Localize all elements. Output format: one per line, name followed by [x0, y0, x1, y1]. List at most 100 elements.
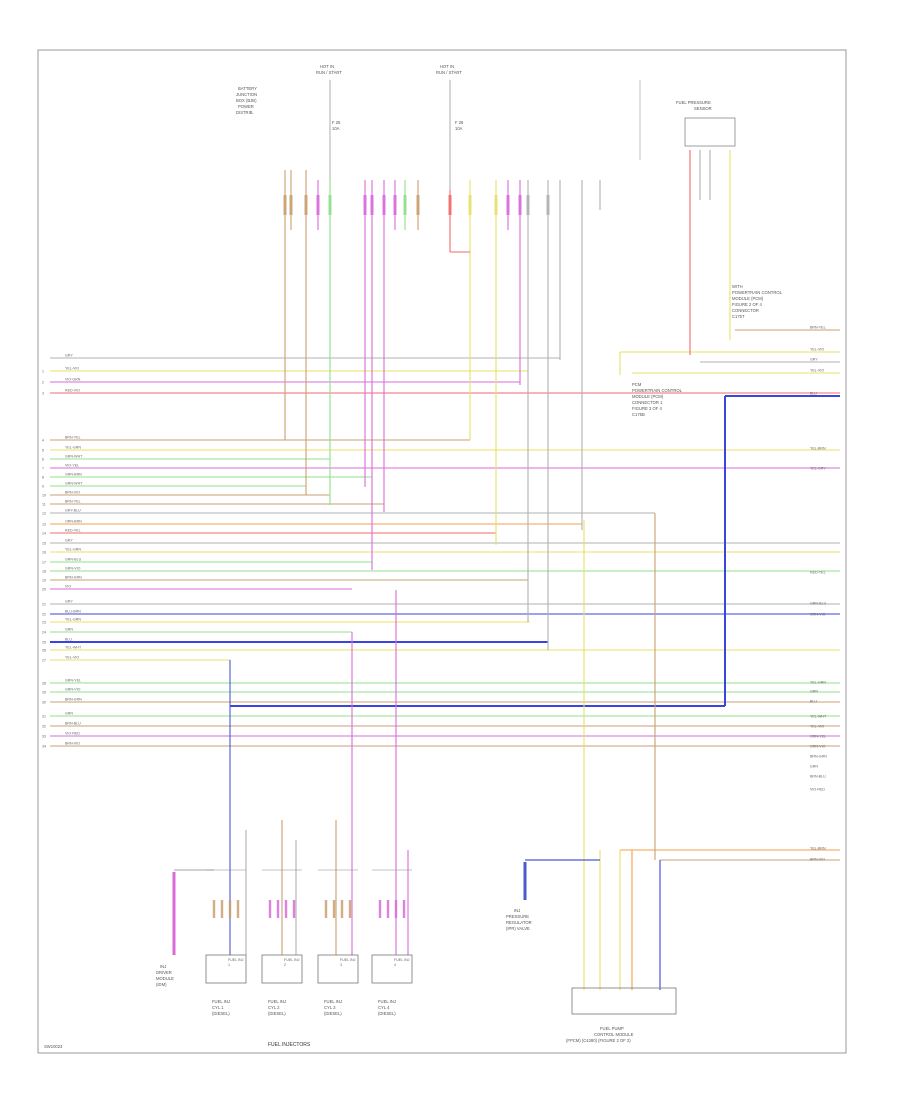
wire-label-right: GRN — [810, 690, 818, 694]
wire-label: BRN-YEL — [65, 500, 81, 504]
wire-number: 15 — [42, 542, 46, 546]
svg-text:MODULE: MODULE — [156, 976, 174, 981]
injector-caption: FUEL INJ — [378, 999, 396, 1004]
wire-label-right: YEL-VIO — [810, 348, 824, 352]
wire-label-right: YEL-BRN — [810, 847, 826, 851]
injector-caption: FUEL INJ — [324, 999, 342, 1004]
injector-title: FUEL INJ — [340, 958, 356, 962]
injector-title: 2 — [284, 963, 286, 967]
diagram-frame — [37, 49, 847, 1054]
wire-number: 21 — [42, 603, 46, 607]
wire-number: 5 — [42, 449, 44, 453]
wire-number: 25 — [42, 641, 46, 645]
wire-label-right: YEL-VIO — [810, 725, 824, 729]
wire-label: BLU — [65, 638, 72, 642]
diagram-code: SW10023 — [44, 1044, 63, 1049]
injector-caption: CYL 2 — [268, 1005, 280, 1010]
wire-label: GRN-VIO — [65, 567, 81, 571]
wire-label: GRN-WHT — [65, 482, 83, 486]
wire-label-right: GRN-VIO — [810, 745, 826, 749]
wire-number: 2 — [42, 381, 44, 385]
svg-text:DISTRIB.: DISTRIB. — [236, 110, 254, 115]
wire-label-right: VIO-RED — [810, 788, 825, 792]
wire-label-right: BRN-VIO — [810, 858, 825, 862]
svg-text:WITH: WITH — [732, 284, 743, 289]
svg-text:JUNCTION: JUNCTION — [236, 92, 257, 97]
connector-pin — [518, 195, 522, 215]
injector-title: FUEL INJ — [394, 958, 410, 962]
svg-text:POWERTRAIN CONTROL: POWERTRAIN CONTROL — [632, 388, 683, 393]
svg-text:FUEL PUMP: FUEL PUMP — [600, 1026, 624, 1031]
injector-caption: CYL 3 — [324, 1005, 336, 1010]
wire-label: GRN-BRN — [65, 473, 82, 477]
injector-caption: FUEL INJ — [268, 999, 286, 1004]
wire-number: 34 — [42, 745, 46, 749]
wire-label: VIO-RED — [65, 732, 80, 736]
svg-text:POWERTRAIN CONTROL: POWERTRAIN CONTROL — [732, 290, 783, 295]
wire-number: 16 — [42, 551, 46, 555]
pcm-note-center: PCM POWERTRAIN CONTROL MODULE (PCM) CONN… — [632, 382, 683, 417]
wire-label: BRN-VIO — [65, 742, 80, 746]
wire-label: GRY — [65, 354, 73, 358]
fuel-pressure-sensor-box — [684, 117, 736, 147]
wire-number: 6 — [42, 458, 44, 462]
wire-label: ORN-BRN — [65, 520, 82, 524]
hot-in-right-label: HOT IN RUN / START — [436, 64, 462, 75]
hot-in-left-label: HOT IN RUN / START — [316, 64, 342, 75]
svg-text:BOX (BJB): BOX (BJB) — [236, 98, 257, 103]
connector-pin — [403, 195, 407, 215]
svg-text:HOT IN: HOT IN — [320, 64, 334, 69]
junction-box-label: BATTERY JUNCTION BOX (BJB) POWER DISTRIB… — [236, 86, 257, 115]
fuel-pump-module: FUEL PUMP CONTROL MODULE (FPCM) (C4280) … — [566, 987, 677, 1043]
injector-title: 3 — [340, 963, 342, 967]
wire-label: BRN-VIO — [65, 491, 80, 495]
svg-text:PRESSURE: PRESSURE — [506, 914, 529, 919]
connector-pin — [416, 195, 420, 215]
injector-title: FUEL INJ — [284, 958, 300, 962]
wire-number: 32 — [42, 725, 46, 729]
connector-pin — [382, 195, 386, 215]
connector-pin — [448, 195, 452, 215]
wire-label-right: BRN-BLU — [810, 775, 826, 779]
injector-title: 1 — [228, 963, 230, 967]
svg-text:FUEL PRESSURE: FUEL PRESSURE — [676, 100, 711, 105]
svg-text:SENSOR: SENSOR — [694, 106, 712, 111]
connector-pin — [363, 195, 367, 215]
wire-number: 13 — [42, 523, 46, 527]
wire-label: YEL-VIO — [65, 656, 79, 660]
wire-label-right: YEL-VIO — [810, 369, 824, 373]
wire-label-right: RED-YEL — [810, 571, 826, 575]
wire-number: 11 — [42, 503, 46, 507]
connector-pin — [316, 195, 320, 215]
svg-text:BATTERY: BATTERY — [238, 86, 257, 91]
wire-label: GRN-WHT — [65, 455, 83, 459]
svg-text:HOT IN: HOT IN — [440, 64, 454, 69]
svg-text:MODULE (PCM): MODULE (PCM) — [732, 296, 764, 301]
fuel-injectors-caption: FUEL INJECTORS — [268, 1042, 311, 1048]
wire-label: BLU-BRN — [65, 610, 81, 614]
svg-text:CONNECTOR 1: CONNECTOR 1 — [632, 400, 663, 405]
wire-label: VIO — [65, 585, 71, 589]
wire-label-right: BRN-GRN — [810, 755, 827, 759]
injector-caption: (DIESEL) — [324, 1011, 342, 1016]
connector-pin — [304, 195, 308, 215]
wire-label: BRN-GRN — [65, 698, 82, 702]
wire-label-right: YEL-GRY — [810, 467, 826, 471]
wire-number: 9 — [42, 485, 44, 489]
ipr-valve: INJ PRESSURE REGULATOR (IPR) VALVE — [506, 859, 600, 931]
wire-number: 26 — [42, 649, 46, 653]
fuel-pressure-sensor-label: FUEL PRESSURE SENSOR — [676, 100, 712, 111]
wire-number: 20 — [42, 588, 46, 592]
wire-label-right: BRN-YEL — [810, 326, 826, 330]
wire-number: 7 — [42, 467, 44, 471]
wire-number: 10 — [42, 494, 46, 498]
wire-label: BRN-YEL — [65, 436, 81, 440]
wire-number: 24 — [42, 631, 46, 635]
wire-label: GRN-VIO — [65, 688, 81, 692]
wire-label: VIO-GRN — [65, 378, 81, 382]
wire-label: YEL-WHT — [65, 646, 82, 650]
connector-pin — [393, 195, 397, 215]
connector-pin — [526, 195, 530, 215]
svg-text:INJ: INJ — [160, 964, 166, 969]
